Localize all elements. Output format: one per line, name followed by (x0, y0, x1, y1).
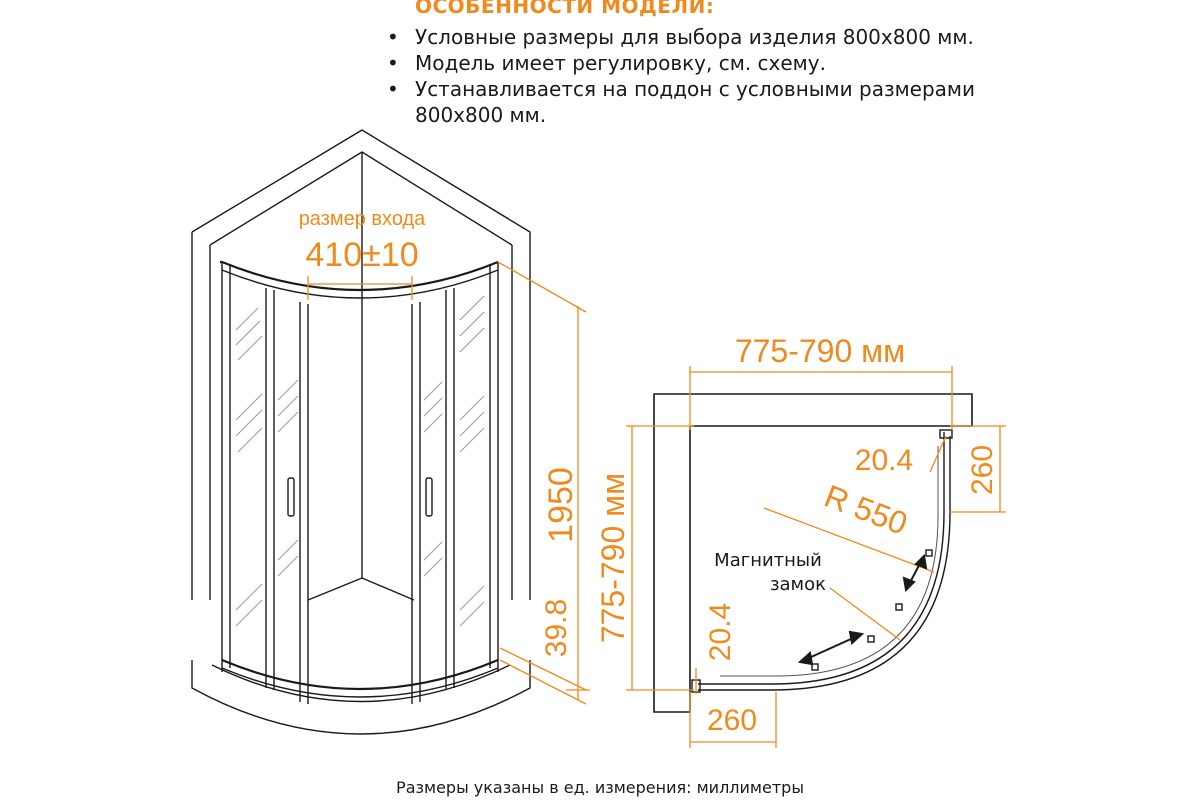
plan-width-dimension (689, 366, 953, 430)
bottom-rail (221, 658, 499, 691)
height-dimension (497, 261, 590, 705)
left-panel-frame (265, 288, 275, 690)
glass-reflections (235, 295, 485, 627)
feature-item: Модель имеет регулировку, см. схему. (385, 50, 1045, 76)
right-handle-icon (425, 477, 433, 517)
tray-outline (191, 660, 531, 735)
right-panel-value: 260 (966, 445, 999, 495)
bottom-panel-value: 260 (707, 704, 757, 737)
top-profile-icon (939, 429, 953, 439)
bottom-rail-inner (221, 667, 499, 698)
right-door-frame (411, 302, 421, 704)
lock-label-line2: замок (770, 574, 826, 595)
bottom-panel-dimension (689, 692, 777, 748)
top-profile-dimension (929, 435, 947, 473)
left-profile-value: 20.4 (704, 603, 737, 661)
floor-corner-lines (307, 577, 415, 601)
lock-label-line1: Магнитный (714, 550, 822, 571)
side-frames-inner (229, 266, 491, 668)
left-door-frame (299, 302, 309, 704)
features-list: Условные размеры для выбора изделия 800х… (385, 24, 1045, 128)
right-panel-dimension (950, 425, 1006, 513)
roller-icon (925, 549, 933, 557)
top-rail-inner (221, 269, 499, 299)
plan-depth: 775-790 мм (595, 473, 631, 643)
plan-depth-dimension (626, 425, 694, 691)
roller-icon (895, 603, 903, 611)
left-handle-icon (287, 477, 295, 517)
top-profile-value: 20.4 (855, 444, 913, 477)
wall-left-edge (191, 232, 211, 600)
tray-top-edge (211, 664, 511, 703)
units-footer: Размеры указаны в ед. измерения: миллиме… (396, 778, 804, 797)
feature-item: Устанавливается на поддон с условными ра… (385, 76, 1045, 128)
right-panel-frame (445, 288, 455, 690)
wall-outline-outer (191, 129, 531, 600)
plan-width: 775-790 мм (735, 333, 905, 369)
radius-dimension (763, 507, 935, 573)
features-title: ОСОБЕННОСТИ МОДЕЛИ: (415, 0, 715, 18)
side-frames (221, 262, 499, 672)
height-value: 1950 (542, 467, 580, 543)
feature-item: Условные размеры для выбора изделия 800х… (385, 24, 1045, 50)
top-rail (220, 260, 499, 292)
roller-icon (811, 663, 819, 671)
adjustment-arrows (797, 553, 928, 666)
plan-enclosure (691, 429, 953, 693)
roller-icon (867, 635, 875, 643)
entry-size: 410±10 (305, 236, 418, 274)
tray-height-value: 39.8 (540, 599, 573, 657)
entry-dimension (307, 276, 413, 300)
entry-label: размер входа (299, 208, 426, 230)
lock-leader (829, 587, 901, 641)
radius-value: R 550 (820, 478, 913, 542)
